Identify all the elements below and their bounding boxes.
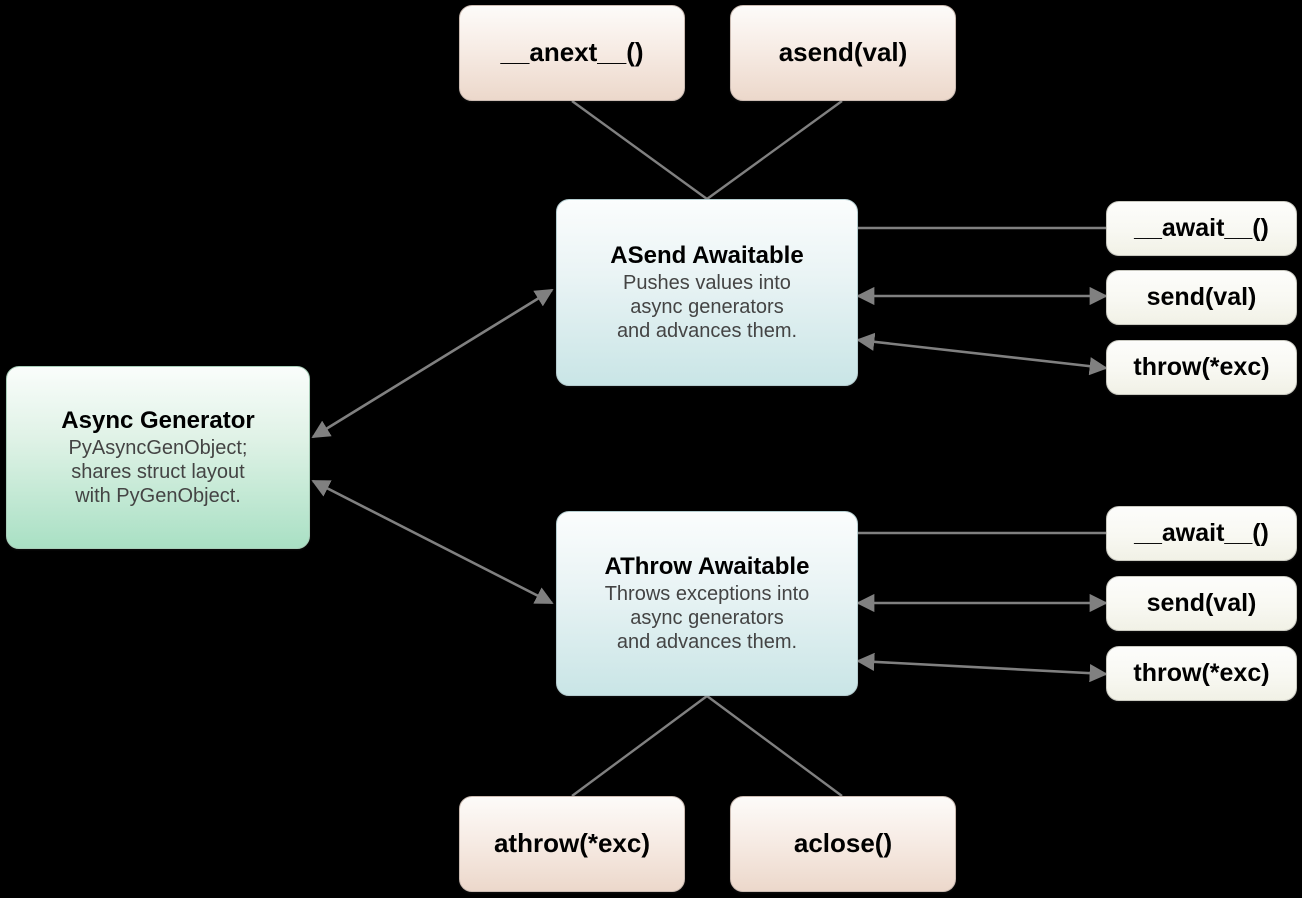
edge-anext-to-asend — [571, 100, 708, 200]
edge-athrow-throw — [856, 652, 1108, 683]
node-asend-awaitable-title: ASend Awaitable — [610, 241, 804, 269]
edge-aclose-to-athrow-awaitable — [706, 695, 843, 797]
node-athrow[interactable]: athrow(*exc) — [459, 796, 685, 892]
node-athrow-awaitable-desc: Throws exceptions into async generators … — [604, 583, 810, 654]
edge-athrow-to-athrow-awaitable — [571, 695, 708, 797]
node-asend-awaitable-desc: Pushes values into async generators and … — [616, 272, 798, 343]
node-athrow-await-label: __await__() — [1134, 519, 1269, 548]
node-athrow-throw[interactable]: throw(*exc) — [1106, 646, 1297, 701]
node-athrow-await[interactable]: __await__() — [1106, 506, 1297, 561]
node-athrow-send[interactable]: send(val) — [1106, 576, 1297, 631]
node-asend-label: asend(val) — [778, 37, 908, 68]
node-asend[interactable]: asend(val) — [730, 5, 956, 101]
node-asend-throw[interactable]: throw(*exc) — [1106, 340, 1297, 395]
node-aclose[interactable]: aclose() — [730, 796, 956, 892]
node-anext-label: __anext__() — [500, 37, 644, 68]
node-asend-throw-label: throw(*exc) — [1133, 353, 1270, 382]
node-aclose-label: aclose() — [793, 828, 893, 859]
edge-generator-athrow — [311, 479, 554, 605]
node-athrow-send-label: send(val) — [1146, 589, 1257, 618]
node-anext[interactable]: __anext__() — [459, 5, 685, 101]
edge-asend-to-asend-awaitable — [706, 100, 843, 200]
edge-asend-throw — [856, 332, 1108, 376]
edge-generator-asend — [311, 288, 554, 439]
node-asend-send[interactable]: send(val) — [1106, 270, 1297, 325]
node-athrow-awaitable[interactable]: AThrow Awaitable Throws exceptions into … — [556, 511, 858, 696]
node-async-generator-title: Async Generator — [61, 406, 255, 434]
node-async-generator[interactable]: Async Generator PyAsyncGenObject; shares… — [6, 366, 310, 549]
node-athrow-label: athrow(*exc) — [493, 828, 651, 859]
node-asend-awaitable[interactable]: ASend Awaitable Pushes values into async… — [556, 199, 858, 386]
node-athrow-awaitable-title: AThrow Awaitable — [604, 552, 810, 580]
node-asend-await-label: __await__() — [1134, 214, 1269, 243]
node-async-generator-desc: PyAsyncGenObject; shares struct layout w… — [68, 437, 248, 508]
node-asend-send-label: send(val) — [1146, 283, 1257, 312]
node-athrow-throw-label: throw(*exc) — [1133, 659, 1270, 688]
node-asend-await[interactable]: __await__() — [1106, 201, 1297, 256]
